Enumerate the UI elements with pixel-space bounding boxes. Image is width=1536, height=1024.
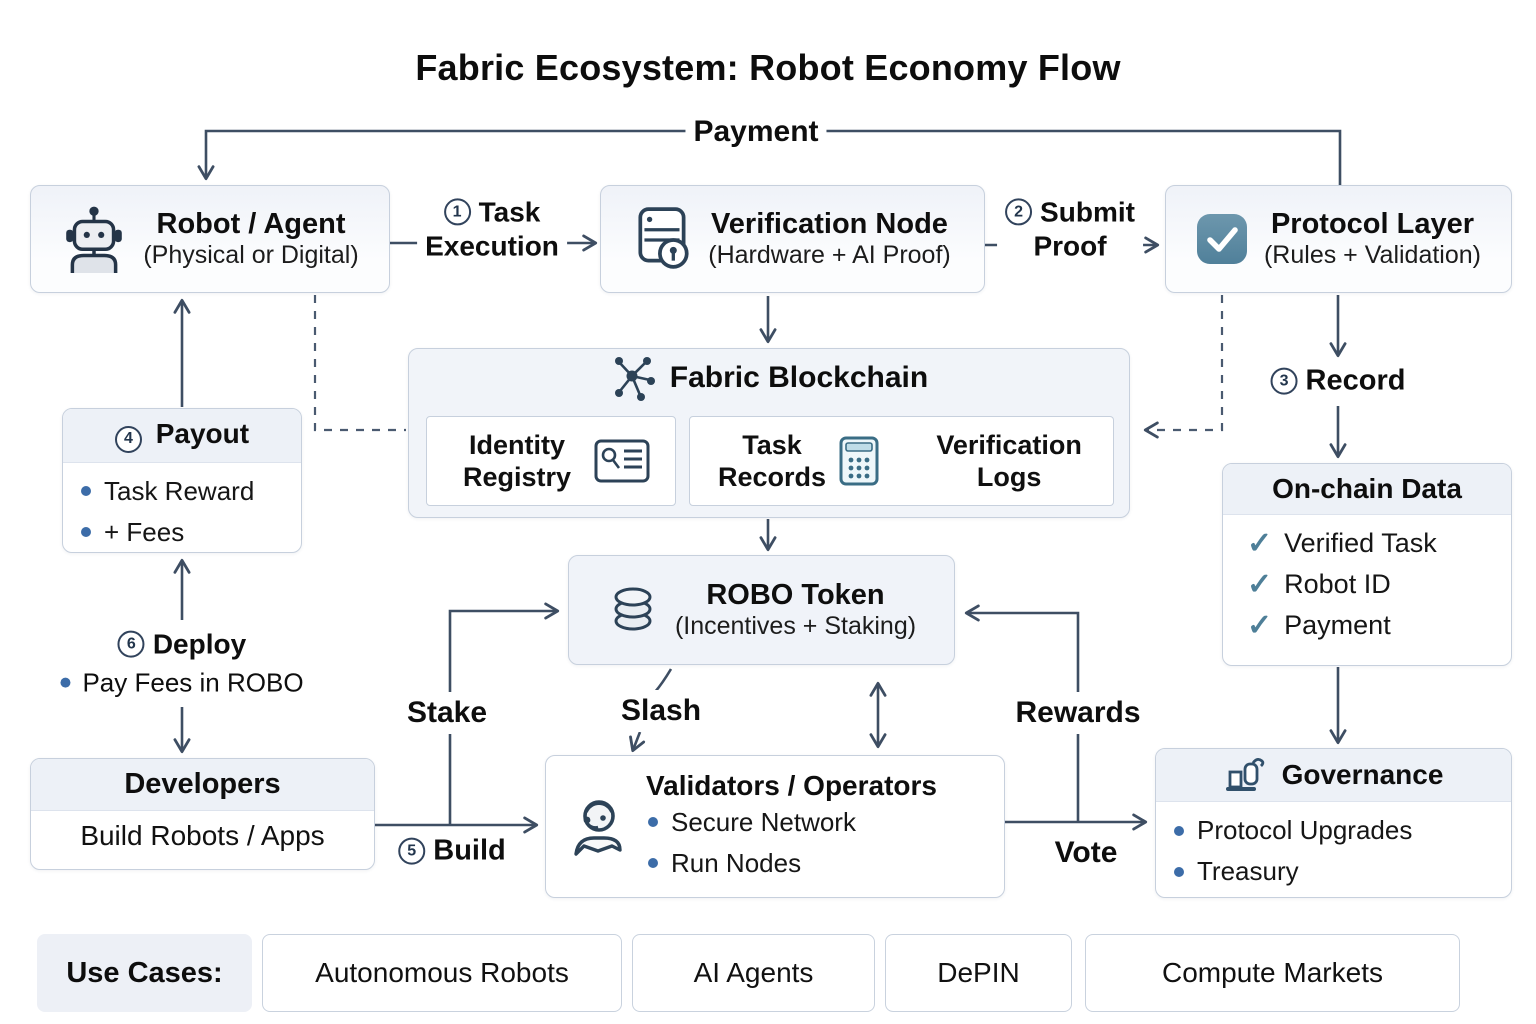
- bullet-dot: [648, 858, 658, 868]
- vote-label: Vote: [1054, 836, 1118, 869]
- task-records-module: Task Records: [689, 416, 907, 506]
- edge-slash-upper: [654, 668, 673, 693]
- onchain-item: ✓Payment: [1247, 608, 1391, 642]
- robo-token-subtitle: (Incentives + Staking): [674, 612, 917, 641]
- payout-node: 4 Payout Task Reward + Fees: [62, 408, 302, 553]
- onchain-data-node: On-chain Data ✓Verified Task ✓Robot ID ✓…: [1222, 463, 1512, 666]
- robot-agent-title: Robot / Agent: [156, 208, 346, 241]
- bullet-dot: [81, 486, 91, 496]
- validators-title: Validators / Operators: [646, 769, 937, 801]
- bullet-dot: [1174, 825, 1184, 836]
- validators-item: Run Nodes: [646, 843, 937, 884]
- governance-title: Governance: [1281, 759, 1444, 790]
- fabric-blockchain-node: Fabric Blockchain Identity Registry Task…: [408, 348, 1130, 518]
- governance-item: Treasury: [1156, 851, 1511, 892]
- robot-agent-subtitle: (Physical or Digital): [143, 241, 359, 270]
- check-icon: ✓: [1247, 608, 1273, 642]
- bullet-dot: [60, 677, 71, 688]
- edge-slash-lower: [629, 731, 646, 753]
- onchain-data-title: On-chain Data: [1223, 464, 1511, 515]
- check-icon: ✓: [1247, 526, 1273, 560]
- verification-node: Verification Node (Hardware + AI Proof): [600, 185, 985, 293]
- robo-token-node: ROBO Token (Incentives + Staking): [568, 555, 955, 665]
- onchain-item: ✓Robot ID: [1247, 567, 1391, 601]
- check-icon: ✓: [1247, 567, 1273, 601]
- slash-label: Slash: [612, 690, 710, 732]
- use-cases-label: Use Cases:: [37, 934, 252, 1012]
- id-card-icon: [594, 439, 650, 483]
- developers-node: Developers Build Robots / Apps: [30, 758, 375, 870]
- step-1-badge: 1: [443, 198, 471, 226]
- task-records-label: Task Records: [717, 429, 827, 492]
- operator-headset-icon: [574, 799, 622, 856]
- network-icon: [614, 357, 655, 401]
- payment-label: Payment: [685, 111, 827, 153]
- developers-subtitle: Build Robots / Apps: [80, 820, 325, 851]
- use-case-ai-agents: AI Agents: [632, 934, 875, 1012]
- governance-node: Governance Protocol Upgrades Treasury: [1155, 748, 1512, 898]
- validators-item: Secure Network: [646, 802, 937, 843]
- protocol-layer-subtitle: (Rules + Validation): [1263, 241, 1481, 270]
- use-case-autonomous-robots: Autonomous Robots: [262, 934, 622, 1012]
- verification-logs-module: Verification Logs: [905, 416, 1114, 506]
- verification-node-subtitle: (Hardware + AI Proof): [708, 241, 951, 270]
- robot-agent-node: Robot / Agent (Physical or Digital): [30, 185, 390, 293]
- edge-stake: [448, 602, 560, 825]
- validators-node: Validators / Operators Secure Network Ru…: [545, 755, 1005, 898]
- edge-protocol-to-blockchain-dashed: [1143, 295, 1224, 439]
- stake-label: Stake: [398, 692, 496, 734]
- page-title: Fabric Ecosystem: Robot Economy Flow: [415, 47, 1121, 88]
- verification-logs-label: Verification Logs: [936, 429, 1082, 492]
- robo-token-title: ROBO Token: [706, 579, 885, 612]
- onchain-item: ✓Verified Task: [1247, 526, 1437, 560]
- identity-registry-module: Identity Registry: [426, 416, 676, 506]
- use-case-depin: DePIN: [885, 934, 1072, 1012]
- coins-icon: [614, 587, 652, 631]
- bullet-dot: [81, 527, 91, 537]
- rewards-label: Rewards: [1007, 692, 1149, 734]
- step-5-badge: 5: [398, 837, 426, 865]
- check-badge-icon: [1196, 214, 1247, 264]
- identity-registry-label: Identity Registry: [462, 429, 572, 492]
- payout-title: Payout: [155, 418, 250, 449]
- protocol-layer-node: Protocol Layer (Rules + Validation): [1165, 185, 1512, 293]
- payout-item: + Fees: [63, 512, 301, 553]
- use-case-compute-markets: Compute Markets: [1085, 934, 1460, 1012]
- edge-robot-to-blockchain-dashed: [313, 295, 406, 432]
- bullet-dot: [648, 817, 658, 827]
- gavel-icon: [1225, 758, 1264, 791]
- step-2-badge: 2: [1005, 198, 1033, 226]
- step-3-badge: 3: [1270, 367, 1298, 395]
- robot-icon: [66, 206, 123, 273]
- step-6-badge: 6: [117, 630, 145, 658]
- edge-rewards: [964, 604, 1080, 821]
- protocol-layer-title: Protocol Layer: [1270, 208, 1475, 241]
- payout-item: Task Reward: [63, 471, 301, 512]
- server-icon: [638, 207, 689, 269]
- calculator-icon: [839, 436, 879, 486]
- developers-title: Developers: [31, 759, 374, 811]
- fabric-blockchain-title: Fabric Blockchain: [669, 361, 929, 394]
- bullet-dot: [1174, 866, 1184, 877]
- verification-node-title: Verification Node: [711, 208, 948, 241]
- governance-item: Protocol Upgrades: [1156, 810, 1511, 851]
- step-4-badge: 4: [114, 425, 142, 453]
